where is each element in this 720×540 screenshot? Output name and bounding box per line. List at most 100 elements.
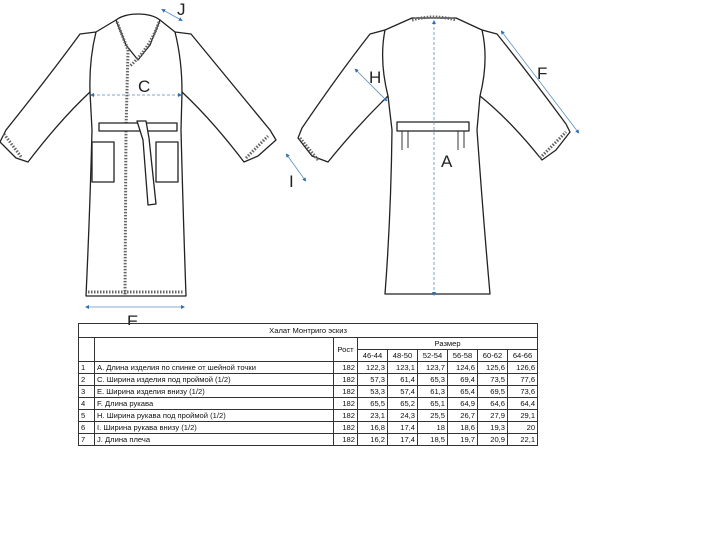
- measurement-name: Н. Ширина рукава под проймой (1/2): [94, 409, 334, 422]
- front-body: [85, 19, 187, 297]
- measurement-name: С. Ширина изделия под проймой (1/2): [94, 373, 334, 386]
- height-header: Рост: [333, 337, 358, 362]
- size-value: 124,6: [447, 361, 478, 374]
- size-value: 23,1: [357, 409, 388, 422]
- size-value: 61,4: [387, 373, 418, 386]
- back-body: [381, 17, 491, 295]
- size-value: 18,5: [417, 433, 448, 446]
- size-value: 18,6: [447, 421, 478, 434]
- front-left-sleeve: [0, 31, 97, 163]
- size-header: Размер: [356, 337, 539, 350]
- size-value: 64,9: [447, 397, 478, 410]
- size-value: 122,3: [357, 361, 388, 374]
- row-number: 2: [78, 373, 95, 386]
- back-left-sleeve: [297, 29, 389, 163]
- size-value: 26,7: [447, 409, 478, 422]
- measurement-name: Е. Ширина изделия внизу (1/2): [94, 385, 334, 398]
- size-col-header: 52-54: [417, 349, 448, 362]
- size-value: 29,1: [506, 409, 539, 422]
- row-number: 7: [78, 433, 95, 446]
- size-value: 65,4: [447, 385, 478, 398]
- size-value: 61,3: [417, 385, 448, 398]
- back-belt: [396, 121, 470, 132]
- label-a: A: [441, 152, 453, 171]
- size-value: 65,5: [357, 397, 388, 410]
- size-value: 65,3: [417, 373, 448, 386]
- size-col-header: 64-66: [506, 349, 539, 362]
- front-belt-tie: [136, 120, 157, 206]
- size-value: 22,1: [506, 433, 539, 446]
- label-j: J: [177, 0, 186, 19]
- label-f: F: [537, 64, 547, 83]
- size-value: 65,1: [417, 397, 448, 410]
- row-number: 1: [78, 361, 95, 374]
- size-value: 17,4: [387, 421, 418, 434]
- height-value: 182: [333, 433, 358, 446]
- size-value: 64,6: [477, 397, 508, 410]
- front-view-robe: [0, 13, 277, 297]
- size-value: 73,5: [477, 373, 508, 386]
- size-value: 65,2: [387, 397, 418, 410]
- size-chart-table: Халат Монтриго эскиз Рост Размер 46-44 4…: [77, 323, 539, 446]
- height-value: 182: [333, 385, 358, 398]
- size-col-header: 46-44: [357, 349, 388, 362]
- size-value: 126,6: [506, 361, 539, 374]
- height-value: 182: [333, 361, 358, 374]
- size-value: 16,8: [357, 421, 388, 434]
- size-value: 64,4: [506, 397, 539, 410]
- size-col-header: 60-62: [477, 349, 508, 362]
- height-value: 182: [333, 373, 358, 386]
- label-c: C: [138, 77, 150, 96]
- row-number: 4: [78, 397, 95, 410]
- size-value: 69,4: [447, 373, 478, 386]
- size-value: 17,4: [387, 433, 418, 446]
- size-value: 24,3: [387, 409, 418, 422]
- label-i: I: [289, 172, 294, 191]
- size-value: 125,6: [477, 361, 508, 374]
- front-left-pocket: [91, 141, 115, 183]
- size-value: 123,7: [417, 361, 448, 374]
- height-value: 182: [333, 397, 358, 410]
- row-number: 5: [78, 409, 95, 422]
- size-value: 57,3: [357, 373, 388, 386]
- height-value: 182: [333, 409, 358, 422]
- size-value: 73,6: [506, 385, 539, 398]
- size-value: 20: [506, 421, 539, 434]
- front-right-pocket: [155, 141, 179, 183]
- size-value: 16,2: [357, 433, 388, 446]
- size-value: 53,3: [357, 385, 388, 398]
- front-right-sleeve: [174, 31, 277, 163]
- size-value: 19,3: [477, 421, 508, 434]
- row-number: 6: [78, 421, 95, 434]
- measurement-name: А. Длина изделия по спинке от шейной точ…: [94, 361, 334, 374]
- size-value: 27,9: [477, 409, 508, 422]
- size-value: 69,5: [477, 385, 508, 398]
- front-collar: [115, 13, 161, 61]
- measurement-name: I. Ширина рукава внизу (1/2): [94, 421, 334, 434]
- size-value: 57,4: [387, 385, 418, 398]
- height-value: 182: [333, 421, 358, 434]
- row-number: 3: [78, 385, 95, 398]
- size-value: 20,9: [477, 433, 508, 446]
- bathrobe-technical-sketch: C E J A F H I: [0, 0, 580, 325]
- measurement-name: F. Длина рукава: [94, 397, 334, 410]
- measurement-name: J. Длина плеча: [94, 433, 334, 446]
- label-h: H: [369, 68, 381, 87]
- size-value: 123,1: [387, 361, 418, 374]
- size-col-header: 48-50: [387, 349, 418, 362]
- size-value: 18: [417, 421, 448, 434]
- size-value: 19,7: [447, 433, 478, 446]
- label-e: E: [127, 312, 138, 325]
- table-title: Халат Монтриго эскиз: [77, 323, 539, 338]
- size-value: 25,5: [417, 409, 448, 422]
- size-value: 77,6: [506, 373, 539, 386]
- size-col-header: 56-58: [447, 349, 478, 362]
